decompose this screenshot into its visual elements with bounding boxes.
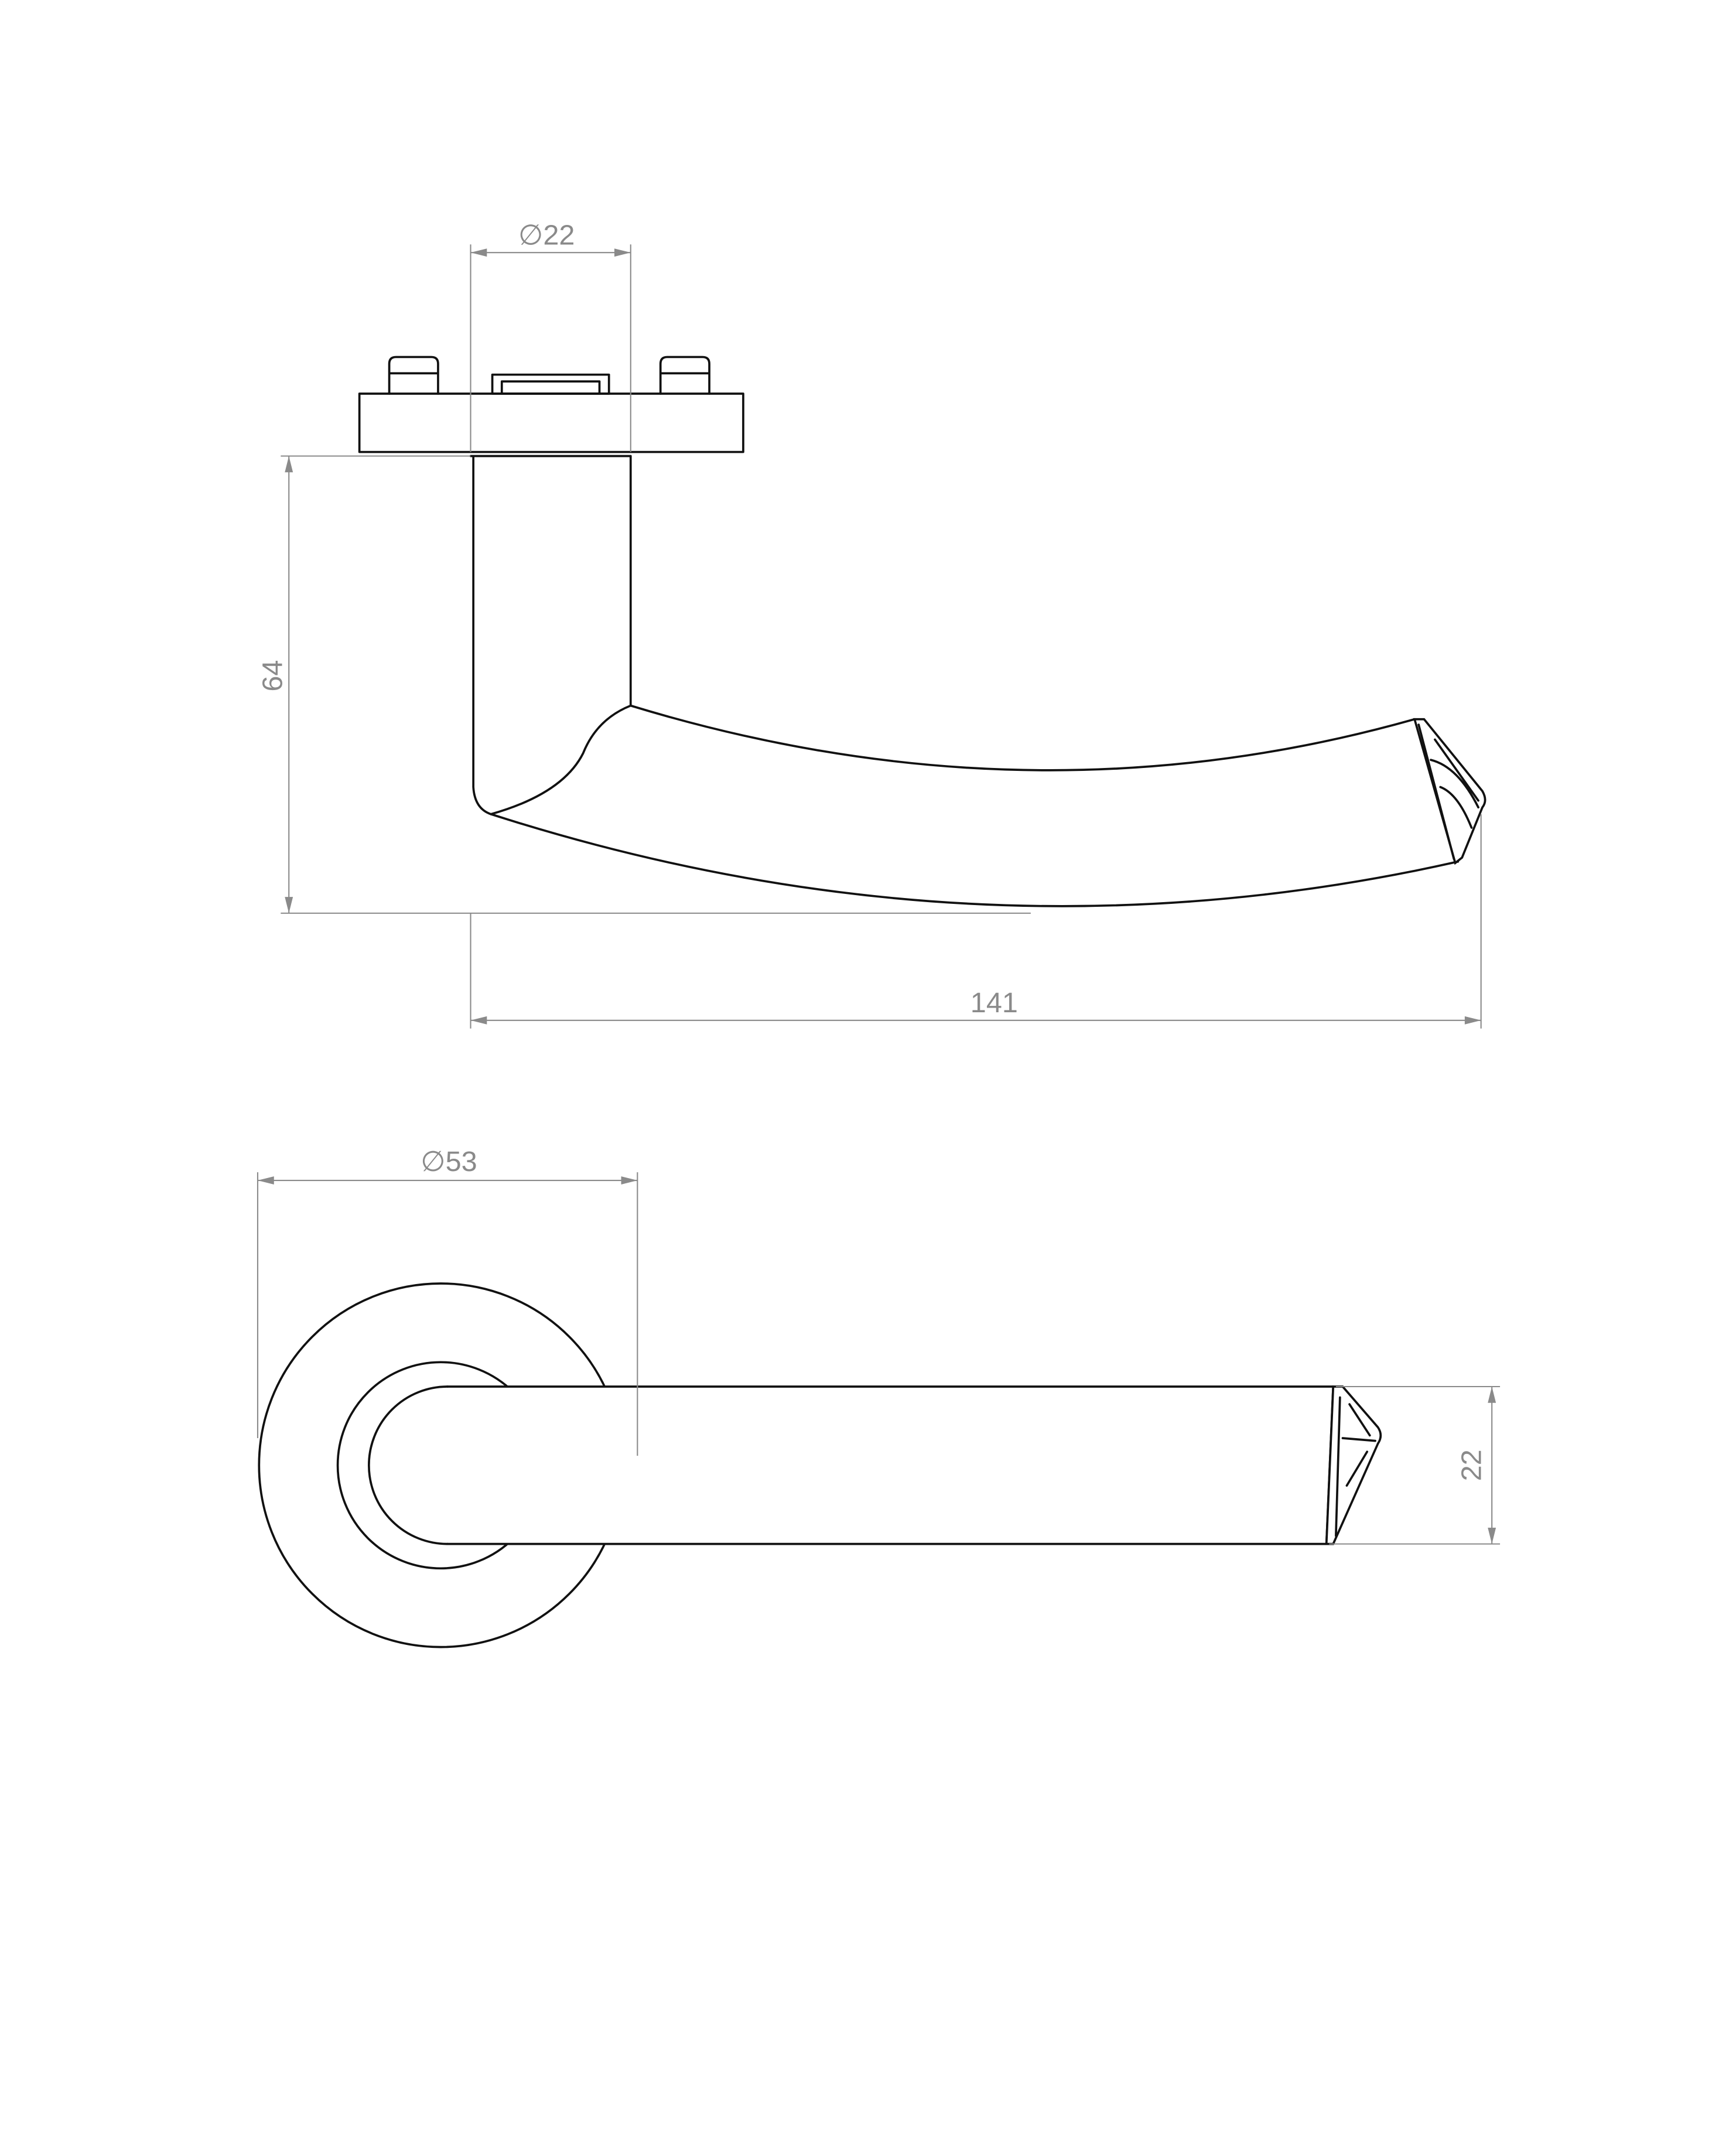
dim-label-length: 141 xyxy=(970,987,1018,1019)
dim-label-handle-width: 22 xyxy=(1456,1449,1488,1481)
lever-top-edge xyxy=(629,704,1416,771)
spindle-boss xyxy=(491,373,610,395)
lever-neck xyxy=(469,455,632,815)
lever-tip-facets xyxy=(1335,1396,1376,1537)
dimension-handle-width: 22 xyxy=(1329,1385,1501,1545)
dimension-length: 141 xyxy=(470,814,1482,1029)
lever-end-cap-facets xyxy=(1417,723,1479,861)
rose-plate xyxy=(358,392,744,453)
lever-end-cap xyxy=(1413,718,1486,865)
dim-label-rose-diameter: ∅53 xyxy=(421,1146,477,1177)
dimension-spindle-diameter: ∅22 xyxy=(470,219,631,452)
lever-bottom-edge xyxy=(490,813,1460,907)
dim-label-height: 64 xyxy=(257,660,289,692)
dim-label-spindle-diameter: ∅22 xyxy=(518,219,575,251)
spindle-boss-inner xyxy=(500,380,601,395)
fixing-pin-left xyxy=(388,356,439,395)
fixing-pin-right xyxy=(659,356,710,395)
lever-neck-transition xyxy=(490,704,632,815)
side-view xyxy=(358,356,1486,907)
dimension-rose-diameter: ∅53 xyxy=(257,1146,638,1456)
dimension-height: 64 xyxy=(257,455,1031,914)
lever-rounded-end xyxy=(367,1385,449,1545)
top-view xyxy=(258,1282,1382,1648)
